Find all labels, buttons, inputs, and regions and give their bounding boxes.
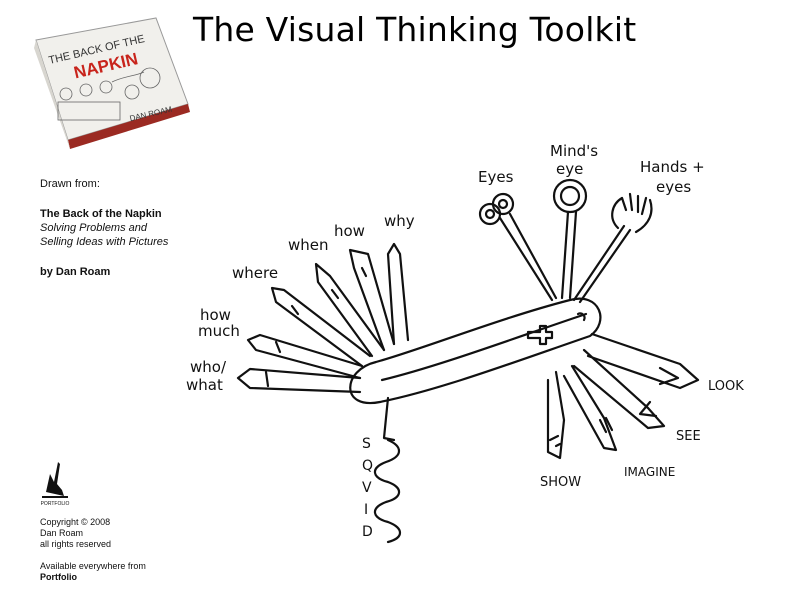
label-what: what	[186, 376, 223, 394]
label-who: who/	[190, 358, 227, 376]
label-minds-eye-1: Mind's	[550, 142, 598, 160]
label-where: where	[232, 264, 278, 282]
label-minds-eye-2: eye	[556, 160, 583, 178]
tool-minds-eye	[554, 180, 586, 298]
label-when: when	[288, 236, 329, 254]
knife-handle	[350, 299, 600, 403]
label-show: SHOW	[540, 475, 581, 490]
corkscrew-squid	[375, 398, 400, 542]
label-squid: S Q V I D	[362, 436, 373, 540]
label-eyes: Eyes	[478, 168, 514, 186]
label-how-much-2: much	[198, 322, 240, 340]
label-why: why	[384, 212, 415, 230]
label-look: LOOK	[708, 379, 744, 394]
label-squid-letter: Q	[362, 458, 373, 474]
tool-hands-eyes	[574, 194, 651, 302]
blade-why	[388, 244, 408, 344]
tool-eyes	[480, 194, 556, 300]
label-hands-eyes-2: eyes	[656, 178, 691, 196]
label-see: SEE	[676, 429, 701, 444]
label-squid-letter: S	[362, 436, 371, 452]
blade-show	[548, 372, 564, 458]
label-squid-letter: D	[362, 524, 373, 540]
blade-look	[588, 334, 698, 388]
label-how: how	[334, 222, 365, 240]
label-imagine: IMAGINE	[624, 465, 675, 479]
label-squid-letter: V	[362, 480, 372, 496]
label-squid-letter: I	[364, 502, 368, 518]
label-hands-eyes-1: Hands +	[640, 158, 705, 176]
